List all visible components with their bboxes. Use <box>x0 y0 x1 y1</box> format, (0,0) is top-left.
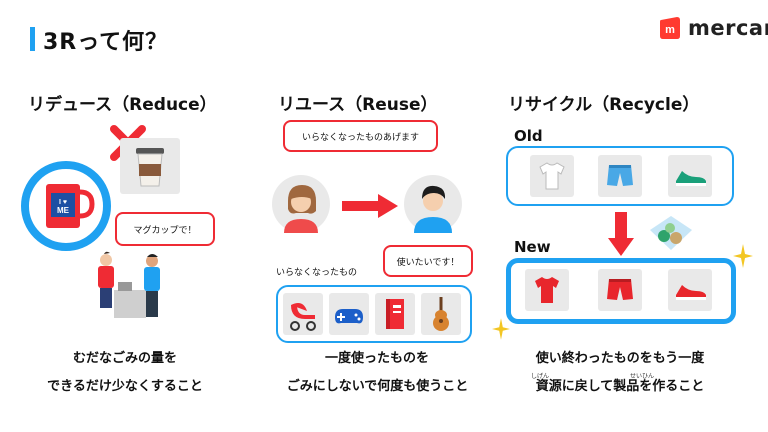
recycle-heading: リサイクル（Recycle） <box>508 95 700 115</box>
gamepad-icon <box>329 293 369 335</box>
shop-scene-icon <box>98 251 160 318</box>
want-speech-bubble: 使いたいです！ <box>383 245 473 277</box>
unneeded-items-frame <box>276 285 472 343</box>
tshirt-icon <box>530 155 574 197</box>
sparkle-icon <box>733 244 753 268</box>
ruby-shigen: しげん <box>531 373 550 380</box>
arrow-right-icon <box>342 194 398 218</box>
shorts-icon <box>598 155 642 197</box>
svg-text:ME: ME <box>57 206 70 215</box>
reuse-heading: リユース（Reuse） <box>278 95 438 115</box>
reuse-caption-line1: 一度使ったものを <box>324 351 429 366</box>
reduce-caption-line2: できるだけ少なくすること <box>47 379 203 394</box>
ruby-seihin: せいひん <box>630 373 655 380</box>
man-avatar-icon <box>404 175 462 233</box>
mercari-logo-icon: m <box>660 17 680 39</box>
old-label: Old <box>514 127 543 145</box>
old-items-frame <box>506 146 734 206</box>
svg-text:m: m <box>665 24 675 36</box>
mug-icon: I ♥ ME <box>21 161 111 251</box>
stroller-icon <box>283 293 323 335</box>
woman-avatar-icon <box>272 175 330 233</box>
shorts-icon <box>598 269 642 311</box>
mercari-logo: m mercari <box>658 15 768 41</box>
new-label: New <box>514 238 551 256</box>
book-icon <box>375 293 415 335</box>
recycle-caption-line1: 使い終わったものをもう一度 <box>535 351 705 366</box>
arrow-down-icon <box>608 212 634 256</box>
mug-speech-bubble: マグカップで！ <box>115 212 215 246</box>
reduce-heading: リデュース（Reduce） <box>28 95 217 115</box>
sneaker-icon <box>668 269 712 311</box>
new-items-frame <box>506 258 736 324</box>
guitar-icon <box>421 293 461 335</box>
give-speech-bubble: いらなくなったものあげます <box>283 120 438 152</box>
reuse-caption-line2: ごみにしないで何度も使うこと <box>286 379 469 394</box>
recycle-caption-line2: 資源に戻して製品を作ること <box>535 379 705 394</box>
unneeded-items-label: いらなくなったもの <box>276 268 358 278</box>
sparkle-icon <box>492 318 510 340</box>
sneaker-icon <box>668 155 712 197</box>
recycle-box-icon <box>650 216 692 250</box>
paper-cup-icon <box>120 138 180 194</box>
reduce-caption-line1: むだなごみの量を <box>72 351 177 366</box>
page-title: 3Rって何？ <box>43 30 169 55</box>
svg-text:I ♥: I ♥ <box>59 199 67 206</box>
logo-text: mercari <box>688 16 768 40</box>
title-accent-bar <box>30 27 35 51</box>
tshirt-icon <box>525 269 569 311</box>
